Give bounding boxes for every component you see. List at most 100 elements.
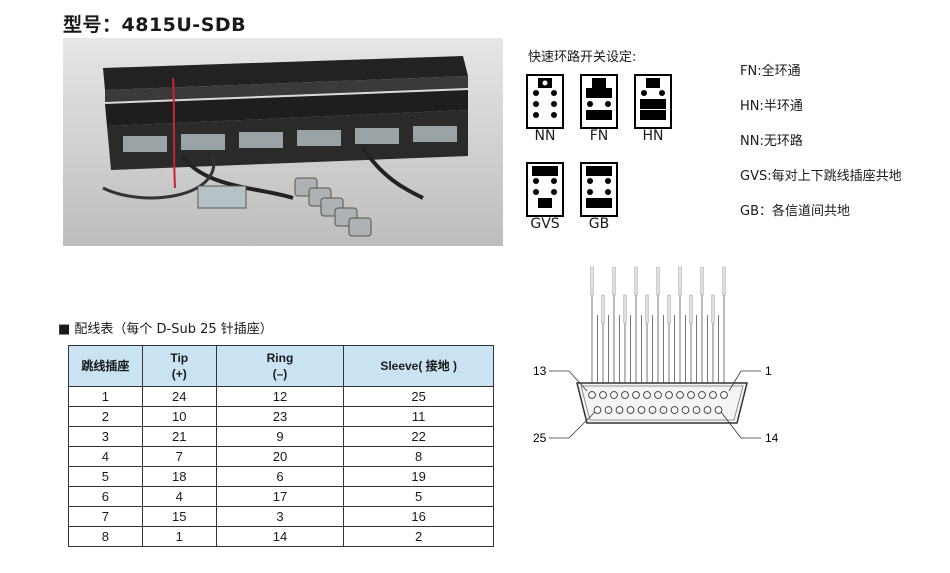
cell-ring: 23 (215, 406, 345, 427)
wire-tag (700, 266, 704, 296)
wire-tag (612, 266, 616, 296)
table-header-row: 跳线插座 Tip(+) Ring(–) Sleeve( 接地 ) (68, 345, 494, 387)
legend-hn: HN:半环通 (740, 99, 803, 114)
legend-gb: GB：各信道间共地 (740, 204, 850, 219)
wire-tag (667, 294, 671, 324)
header-sleeve: Sleeve( 接地 ) (343, 345, 494, 387)
cell-jack: 2 (68, 406, 143, 427)
jumper-gb-icon (580, 162, 618, 217)
cell-tip: 7 (141, 446, 217, 467)
wire-tag (722, 266, 726, 296)
dsub-pin (714, 406, 723, 414)
dsub-pin (593, 406, 602, 414)
wire-tag (601, 294, 605, 324)
pin-14-label: 14 (765, 431, 779, 445)
cell-tip: 24 (141, 386, 217, 407)
cell-sleeve: 16 (343, 506, 494, 527)
jumper-fn-icon (580, 74, 618, 129)
dsub-pin (698, 391, 706, 399)
dsub-pin (659, 406, 668, 414)
jumper-gb-label: GB (588, 216, 610, 232)
dsub-pin (643, 391, 651, 399)
wiring-table-title: ■ 配线表（每个 D-Sub 25 针插座） (58, 322, 273, 337)
cell-ring: 12 (215, 386, 345, 407)
dsub-pin (687, 391, 695, 399)
header-jack: 跳线插座 (68, 345, 143, 387)
dsub-pin (632, 391, 640, 399)
wire-tag (711, 294, 715, 324)
jumper-nn-label: NN (534, 128, 556, 144)
dsub-pin (692, 406, 701, 414)
model-title: 型号：4815U-SDB (63, 14, 247, 36)
dsub-pin (720, 391, 728, 399)
cell-sleeve: 5 (343, 486, 494, 507)
cell-ring: 14 (215, 526, 345, 547)
legend-nn: NN:无环路 (740, 134, 803, 149)
jumper-hn-icon (634, 74, 672, 129)
header-ring: Ring(–) (215, 345, 345, 387)
dsub-pin (588, 391, 596, 399)
jumper-nn-icon (526, 74, 564, 129)
cell-tip: 21 (141, 426, 217, 447)
cell-sleeve: 19 (343, 466, 494, 487)
cell-tip: 18 (141, 466, 217, 487)
dsub-pin (610, 391, 618, 399)
cell-jack: 8 (68, 526, 143, 547)
pin-13-label: 13 (533, 364, 547, 378)
cell-ring: 17 (215, 486, 345, 507)
header-tip: Tip(+) (141, 345, 217, 387)
jumper-hn-label: HN (642, 128, 664, 144)
cell-sleeve: 22 (343, 426, 494, 447)
cell-sleeve: 25 (343, 386, 494, 407)
cell-ring: 20 (215, 446, 345, 467)
cell-tip: 1 (141, 526, 217, 547)
cell-sleeve: 11 (343, 406, 494, 427)
quick-setting-title: 快速环路开关设定: (528, 50, 637, 65)
dsub-pin (665, 391, 673, 399)
dsub-pin (648, 406, 657, 414)
dsub-pin (626, 406, 635, 414)
product-photo (63, 38, 503, 246)
dsub-pin (637, 406, 646, 414)
cell-sleeve: 8 (343, 446, 494, 467)
wire-tag (656, 266, 660, 296)
dsub-pin (703, 406, 712, 414)
legend-gvs: GVS:每对上下跳线插座共地 (740, 169, 902, 184)
cell-jack: 6 (68, 486, 143, 507)
jumper-gvs-label: GVS (530, 216, 560, 232)
cell-jack: 1 (68, 386, 143, 407)
cell-ring: 3 (215, 506, 345, 527)
dsub-pin (599, 391, 607, 399)
dsub-pin (670, 406, 679, 414)
jumper-gvs-icon (526, 162, 564, 217)
jumper-fn-label: FN (589, 128, 609, 144)
cell-tip: 15 (141, 506, 217, 527)
cell-jack: 3 (68, 426, 143, 447)
wire-tag (689, 294, 693, 324)
legend-fn: FN:全环通 (740, 64, 801, 79)
dsub-pin (615, 406, 624, 414)
dsub-pin (709, 391, 717, 399)
wire-tag (590, 266, 594, 296)
wire-tag (623, 294, 627, 324)
cell-ring: 9 (215, 426, 345, 447)
cell-sleeve: 2 (343, 526, 494, 547)
cell-tip: 4 (141, 486, 217, 507)
pin-25-label: 25 (533, 431, 547, 445)
cell-tip: 10 (141, 406, 217, 427)
dsub-pin (621, 391, 629, 399)
wire-tag (645, 294, 649, 324)
dsub-pinout-diagram: 13 1 25 14 (533, 266, 779, 445)
dsub-pin (604, 406, 613, 414)
pin-1-label: 1 (765, 364, 772, 378)
wire-tag (634, 266, 638, 296)
